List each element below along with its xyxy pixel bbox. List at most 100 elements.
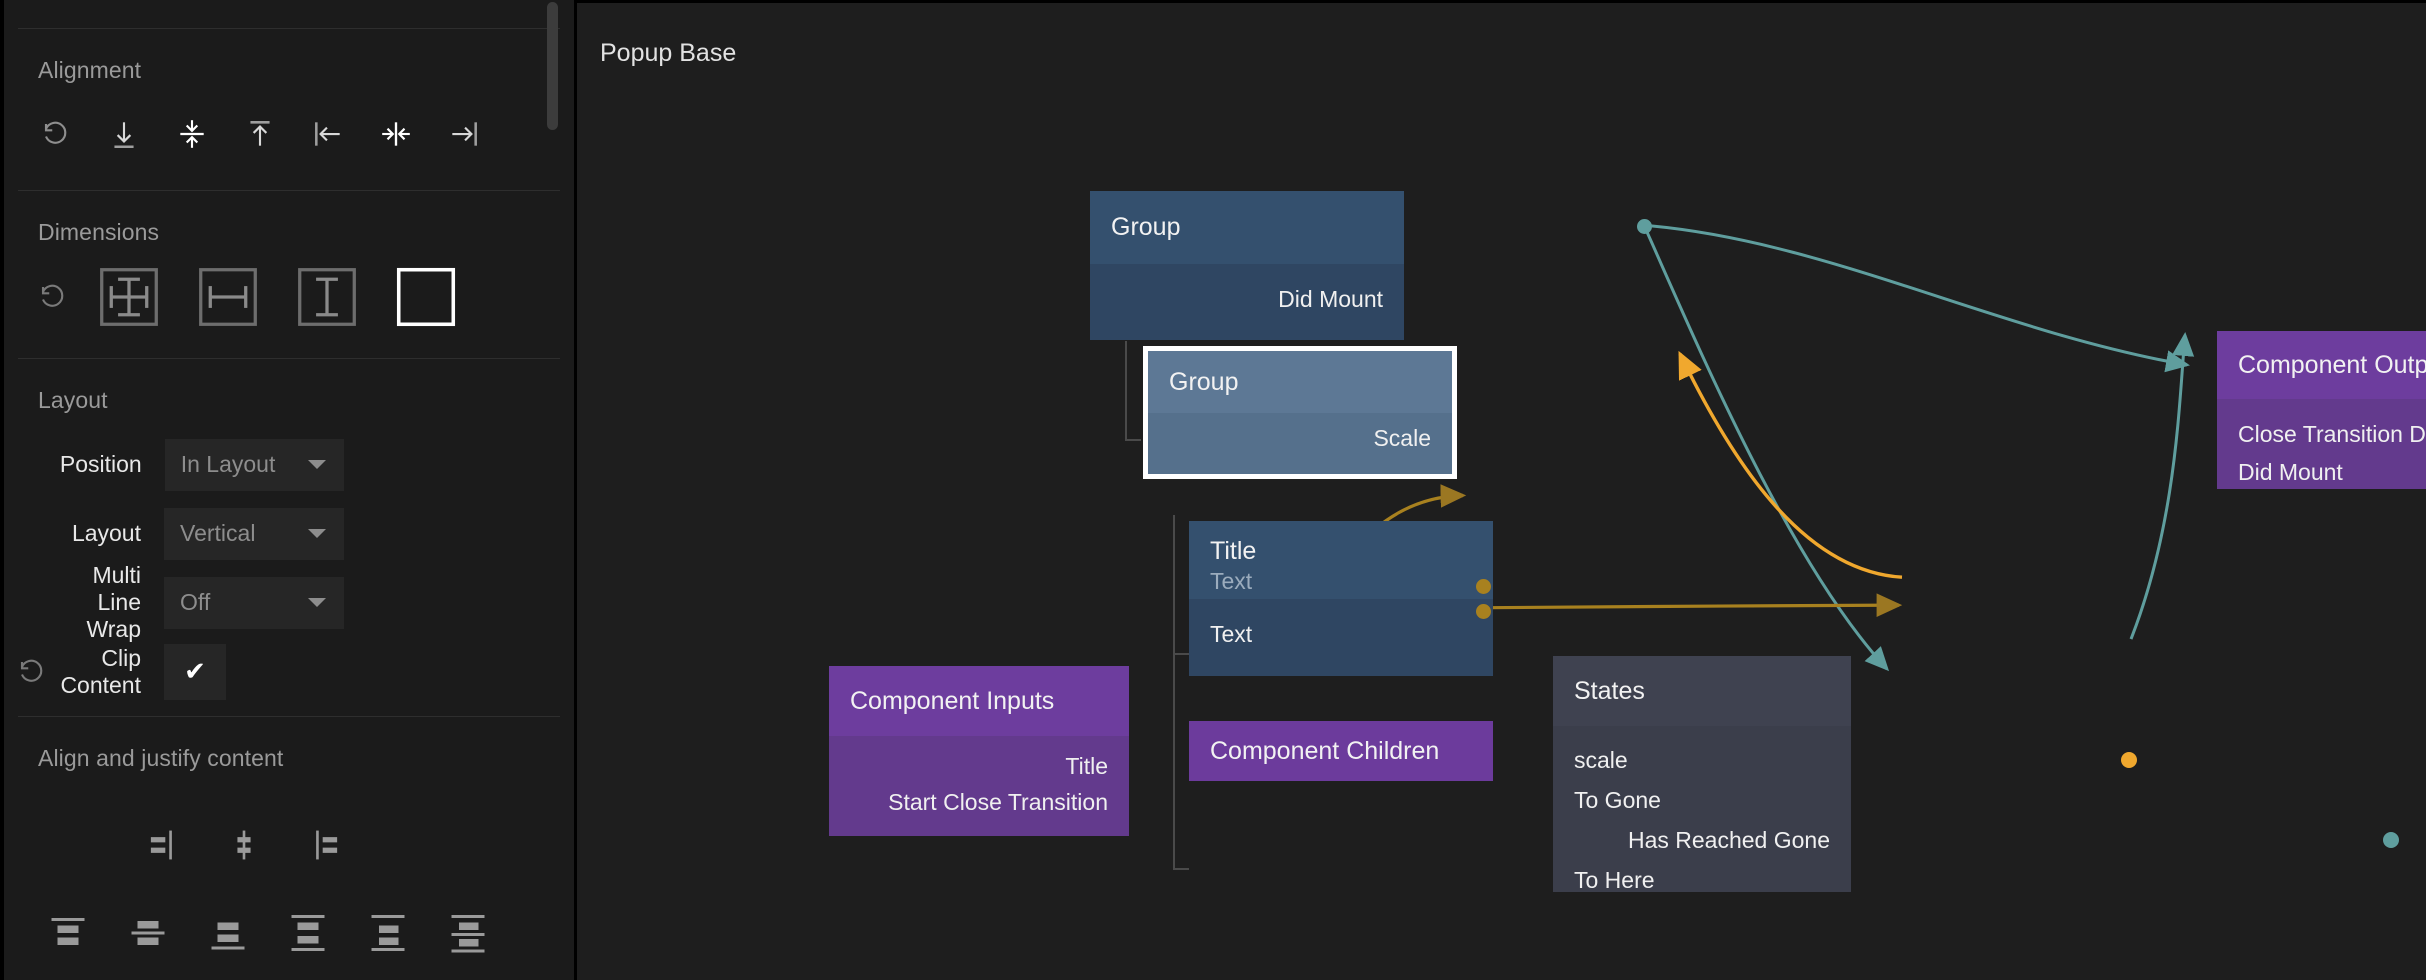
divider <box>18 358 560 359</box>
node-component-outputs[interactable]: Component Outputs Close Transition Done … <box>2217 331 2426 489</box>
justify-start-button[interactable] <box>124 814 204 876</box>
node-component-children[interactable]: Component Children <box>1189 721 1493 781</box>
node-header: States <box>1553 656 1851 726</box>
chevron-down-icon <box>308 460 327 469</box>
port-in-close-transition-done[interactable]: Close Transition Done <box>2238 420 2426 447</box>
port-in-scale[interactable]: Scale <box>1373 425 1431 451</box>
port-dot-did-mount[interactable] <box>1637 219 1652 234</box>
align-right-icon <box>452 122 477 146</box>
node-group-selected[interactable]: Group Scale <box>1148 351 1452 474</box>
align-right-button[interactable] <box>430 106 498 162</box>
alignment-section: Alignment <box>4 29 574 190</box>
port-in-text[interactable]: Text <box>1210 621 1253 647</box>
divider <box>18 716 560 717</box>
reset-dimensions-button[interactable] <box>22 266 84 328</box>
size-both-button[interactable] <box>88 266 170 328</box>
port-in-to-here[interactable]: To Here <box>1574 866 1655 893</box>
multi-line-wrap-select-value: Off <box>180 589 211 615</box>
size-height-icon <box>298 268 356 326</box>
field-label: Clip Content <box>60 644 141 698</box>
justify-end-icon <box>316 830 338 860</box>
alignment-section-title: Alignment <box>38 57 142 83</box>
node-title: Component Inputs <box>850 686 1055 715</box>
align-justify-rows <box>4 772 574 964</box>
wire-scale-to-group-scale <box>1678 350 1903 579</box>
align-content-row <box>4 876 574 964</box>
field-label: Layout <box>71 520 141 546</box>
layout-section-title: Layout <box>38 387 108 413</box>
field-multi-line-wrap: Multi Line Wrap Off <box>4 562 574 642</box>
align-vertical-center-icon <box>180 120 204 148</box>
node-graph-canvas[interactable]: Popup Base <box>574 0 2426 980</box>
align-content-space-between-button[interactable] <box>268 902 348 964</box>
inspector-scrollbar[interactable] <box>547 2 558 130</box>
size-width-button[interactable] <box>187 266 269 328</box>
align-content-end-button[interactable] <box>188 902 268 964</box>
align-content-space-around-button[interactable] <box>348 902 428 964</box>
node-body: scale To Gone Has Reached Gone To Here <box>1553 726 1851 893</box>
tree-guide-line <box>1173 653 1189 655</box>
port-in-did-mount[interactable]: Did Mount <box>2238 458 2343 485</box>
node-body: Close Transition Done Did Mount <box>2217 399 2426 489</box>
space-evenly-icon <box>451 915 485 953</box>
node-title: Group <box>1169 367 1239 396</box>
align-content-end-icon <box>211 922 245 950</box>
node-title: Component Children <box>1210 736 1440 765</box>
port-in-scale[interactable]: scale <box>1574 746 1628 773</box>
tree-guide-line <box>1173 868 1189 870</box>
field-label: Multi Line Wrap <box>86 562 141 642</box>
node-subtitle: Text <box>1210 568 1253 594</box>
node-header: Title Text <box>1189 521 1493 599</box>
justify-start-icon <box>150 830 172 860</box>
align-vertical-center-button[interactable] <box>158 106 226 162</box>
layout-select[interactable]: Vertical <box>164 507 344 560</box>
field-position: Position In Layout <box>4 430 574 499</box>
justify-center-icon <box>237 830 251 860</box>
node-states[interactable]: States scale To Gone Has Reached Gone To… <box>1553 656 1851 893</box>
port-dot-start-close-transition[interactable] <box>1476 604 1491 619</box>
node-title: States <box>1574 676 1645 705</box>
port-dot-title[interactable] <box>1476 579 1491 594</box>
tree-guide-line <box>1125 439 1141 441</box>
align-horizontal-center-button[interactable] <box>362 106 430 162</box>
alignment-button-row <box>4 84 574 190</box>
position-select[interactable]: In Layout <box>164 438 345 491</box>
port-in-to-gone[interactable]: To Gone <box>1574 786 1661 813</box>
divider <box>18 190 560 191</box>
port-out-start-close-transition[interactable]: Start Close Transition <box>888 788 1108 815</box>
size-width-icon <box>199 268 257 326</box>
justify-end-button[interactable] <box>284 814 364 876</box>
wire-didmount-to-outputs <box>1643 223 2190 373</box>
justify-center-button[interactable] <box>204 814 284 876</box>
layout-select-value: Vertical <box>180 520 256 546</box>
size-height-button[interactable] <box>286 266 368 328</box>
multi-line-wrap-select[interactable]: Off <box>164 576 344 629</box>
align-content-start-button[interactable] <box>28 902 108 964</box>
port-dot-states-scale[interactable] <box>2121 752 2137 768</box>
port-dot-has-reached-gone[interactable] <box>2383 832 2399 848</box>
field-clip-content: Clip Content ✔ <box>4 637 574 706</box>
clip-content-checkbox[interactable]: ✔ <box>164 643 226 700</box>
node-group-top[interactable]: Group Did Mount <box>1090 191 1404 340</box>
align-top-button[interactable] <box>226 106 294 162</box>
dimensions-section: Dimensions <box>4 191 574 358</box>
reset-icon <box>41 284 64 307</box>
port-out-did-mount[interactable]: Did Mount <box>1278 286 1383 312</box>
size-both-icon <box>100 268 158 326</box>
reset-clip-content-button[interactable] <box>4 657 60 687</box>
align-left-button[interactable] <box>294 106 362 162</box>
node-title-text[interactable]: Title Text Text <box>1189 521 1493 676</box>
wire-hasreachedgone-to-closetransitiondone <box>2129 332 2195 640</box>
selection-outline <box>1143 346 1457 479</box>
node-component-inputs[interactable]: Component Inputs Title Start Close Trans… <box>829 666 1129 836</box>
size-fixed-button[interactable] <box>385 266 467 328</box>
port-out-title[interactable]: Title <box>1065 752 1108 779</box>
chevron-down-icon <box>308 529 326 538</box>
node-header: Group <box>1090 191 1404 264</box>
align-content-center-button[interactable] <box>108 902 188 964</box>
port-out-has-reached-gone[interactable]: Has Reached Gone <box>1627 826 1830 853</box>
align-content-space-evenly-button[interactable] <box>428 902 508 964</box>
reset-alignment-button[interactable] <box>22 106 90 162</box>
align-bottom-button[interactable] <box>90 106 158 162</box>
